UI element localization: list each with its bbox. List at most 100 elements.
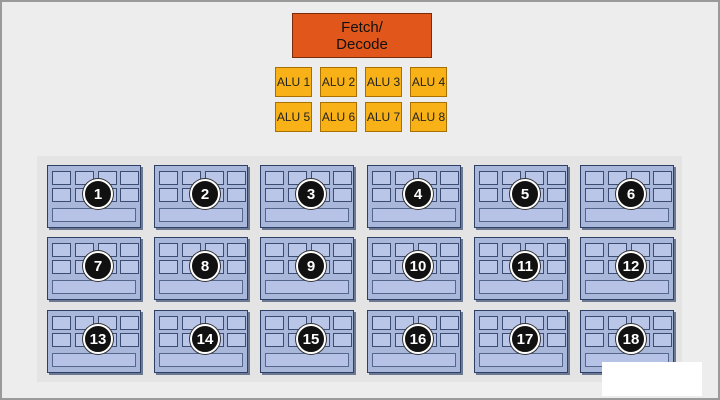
execution-cell (440, 171, 459, 185)
context-storage-bar (265, 280, 349, 294)
execution-cell (159, 188, 178, 202)
execution-cell (227, 260, 246, 274)
core-number-badge: 10 (403, 251, 433, 281)
execution-cell (372, 171, 391, 185)
core-block: 17 (474, 310, 568, 373)
core-number-badge: 2 (190, 179, 220, 209)
execution-cell (52, 188, 71, 202)
alu-block: ALU 3 (365, 67, 402, 97)
execution-cell (120, 316, 139, 330)
core-block: 9 (260, 237, 354, 300)
execution-cell (372, 243, 391, 257)
execution-cell (120, 333, 139, 347)
execution-cell (227, 243, 246, 257)
context-storage-bar (265, 353, 349, 367)
execution-cell (265, 333, 284, 347)
core-block: 13 (47, 310, 141, 373)
context-storage-bar (52, 208, 136, 222)
context-storage-bar (479, 280, 563, 294)
alu-block: ALU 1 (275, 67, 312, 97)
context-storage-bar (159, 353, 243, 367)
core-block: 6 (580, 165, 674, 228)
execution-cell (479, 188, 498, 202)
execution-cell (159, 243, 178, 257)
context-storage-bar (159, 280, 243, 294)
execution-cell (585, 171, 604, 185)
context-storage-bar (52, 353, 136, 367)
core-block: 7 (47, 237, 141, 300)
execution-cell (547, 188, 566, 202)
core-number-badge: 14 (190, 324, 220, 354)
execution-cell (159, 171, 178, 185)
execution-cell (440, 243, 459, 257)
context-storage-bar (52, 280, 136, 294)
core-block: 3 (260, 165, 354, 228)
context-storage-bar (372, 353, 456, 367)
execution-cell (120, 243, 139, 257)
execution-cell (120, 260, 139, 274)
execution-cell (52, 316, 71, 330)
execution-cell (653, 171, 672, 185)
alu-block: ALU 7 (365, 102, 402, 132)
execution-cell (333, 316, 352, 330)
core-block: 10 (367, 237, 461, 300)
core-number-badge: 15 (296, 324, 326, 354)
alu-block: ALU 8 (410, 102, 447, 132)
context-storage-bar (585, 208, 669, 222)
fetch-decode-label-line2: Decode (336, 36, 388, 53)
core-block: 11 (474, 237, 568, 300)
execution-cell (653, 188, 672, 202)
execution-cell (265, 316, 284, 330)
execution-cell (653, 243, 672, 257)
core-number-badge: 5 (510, 179, 540, 209)
context-storage-bar (585, 280, 669, 294)
execution-cell (265, 243, 284, 257)
execution-cell (333, 188, 352, 202)
core-number-badge: 13 (83, 324, 113, 354)
execution-cell (52, 171, 71, 185)
execution-cell (479, 171, 498, 185)
execution-cell (547, 260, 566, 274)
execution-cell (333, 260, 352, 274)
fetch-decode-block: Fetch/ Decode (292, 13, 432, 58)
execution-cell (440, 188, 459, 202)
alu-block: ALU 6 (320, 102, 357, 132)
execution-cell (372, 260, 391, 274)
execution-cell (333, 333, 352, 347)
core-number-badge: 9 (296, 251, 326, 281)
fetch-decode-label-line1: Fetch/ (341, 19, 383, 36)
core-number-badge: 17 (510, 324, 540, 354)
execution-cell (52, 260, 71, 274)
execution-cell (479, 243, 498, 257)
core-number-badge: 6 (616, 179, 646, 209)
context-storage-bar (372, 280, 456, 294)
core-block: 14 (154, 310, 248, 373)
core-block: 2 (154, 165, 248, 228)
corner-patch (602, 362, 702, 396)
execution-cell (333, 171, 352, 185)
execution-cell (227, 188, 246, 202)
execution-cell (52, 333, 71, 347)
core-number-badge: 7 (83, 251, 113, 281)
core-block: 1 (47, 165, 141, 228)
context-storage-bar (265, 208, 349, 222)
execution-cell (120, 171, 139, 185)
execution-cell (227, 333, 246, 347)
execution-cell (479, 333, 498, 347)
core-block: 15 (260, 310, 354, 373)
execution-cell (547, 171, 566, 185)
core-number-badge: 16 (403, 324, 433, 354)
execution-cell (585, 316, 604, 330)
context-storage-bar (479, 353, 563, 367)
core-number-badge: 11 (510, 251, 540, 281)
core-block: 5 (474, 165, 568, 228)
alu-block: ALU 4 (410, 67, 447, 97)
execution-cell (653, 260, 672, 274)
core-block: 8 (154, 237, 248, 300)
core-block: 16 (367, 310, 461, 373)
execution-cell (479, 316, 498, 330)
alu-block: ALU 2 (320, 67, 357, 97)
execution-cell (372, 333, 391, 347)
